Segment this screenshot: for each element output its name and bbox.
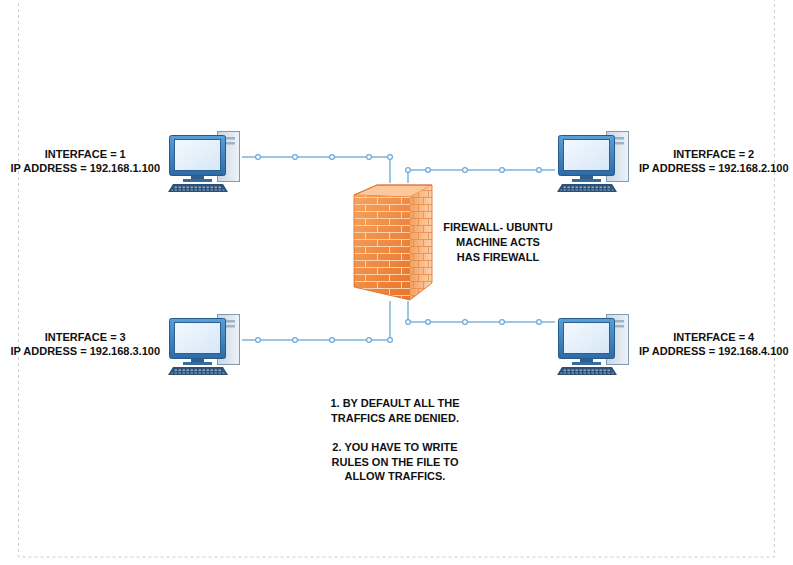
monitor-screen (564, 140, 610, 171)
firewall-icon (353, 183, 433, 301)
connector-dot (367, 155, 372, 160)
computer-icon (166, 312, 242, 376)
connector-dot (330, 155, 335, 160)
monitor (170, 319, 226, 359)
firewall-outline (354, 185, 432, 300)
link-line (242, 157, 390, 183)
firewall-node: FIREWALL- UBUNTU MACHINE ACTS HAS FIREWA… (353, 183, 553, 301)
connector-dot (463, 320, 468, 325)
monitor (559, 136, 615, 176)
connector-dot (537, 320, 542, 325)
monitor-screen (175, 323, 221, 354)
interface-label: INTERFACE = 4 (673, 330, 754, 345)
monitor (170, 136, 226, 176)
network-link (406, 301, 555, 324)
monitor-base (572, 362, 601, 365)
connector-dot (256, 338, 261, 343)
firewall-side (410, 185, 432, 300)
interface-labels: INTERFACE = 3IP ADDRESS = 192.168.3.100 (10, 330, 160, 359)
keyboard (168, 367, 228, 375)
keyboard (168, 184, 228, 192)
keyboard-keys (560, 186, 614, 191)
ip-address-label: IP ADDRESS = 192.168.2.100 (639, 161, 789, 176)
interface-labels: INTERFACE = 2IP ADDRESS = 192.168.2.100 (639, 147, 789, 176)
network-link (242, 301, 392, 342)
keyboard-keys (560, 369, 614, 374)
monitor (559, 319, 615, 359)
network-link (406, 168, 555, 183)
monitor-base (183, 179, 212, 182)
interface-label: INTERFACE = 3 (45, 330, 126, 345)
monitor-stand (580, 176, 593, 180)
interface-labels: INTERFACE = 1IP ADDRESS = 192.168.1.100 (10, 147, 160, 176)
computer-icon (555, 129, 631, 193)
ip-address-label: IP ADDRESS = 192.168.1.100 (10, 161, 160, 176)
firewall-front (354, 195, 410, 300)
monitor-base (183, 362, 212, 365)
keyboard-keys (171, 186, 225, 191)
ip-address-label: IP ADDRESS = 192.168.4.100 (639, 344, 789, 359)
connector-dot (330, 338, 335, 343)
monitor-stand (191, 176, 204, 180)
monitor-stand (191, 359, 204, 363)
interface-labels: INTERFACE = 4IP ADDRESS = 192.168.4.100 (639, 330, 789, 359)
connector-dot (367, 338, 372, 343)
link-line (408, 301, 555, 322)
link-line (242, 301, 390, 340)
keyboard (557, 184, 617, 192)
firewall-bricks (354, 195, 410, 300)
dashed-border (19, 0, 775, 557)
computer-node: INTERFACE = 2IP ADDRESS = 192.168.2.100 (555, 129, 789, 193)
computer-node: INTERFACE = 4IP ADDRESS = 192.168.4.100 (555, 312, 789, 376)
connector-dot (426, 168, 431, 173)
connector-dot (256, 155, 261, 160)
ip-address-label: IP ADDRESS = 192.168.3.100 (10, 344, 160, 359)
computer-icon (166, 129, 242, 193)
computer-node: INTERFACE = 3IP ADDRESS = 192.168.3.100 (10, 312, 242, 376)
note-text: 1. BY DEFAULT ALL THE TRAFFICS ARE DENIE… (324, 396, 466, 425)
connector-dot (426, 320, 431, 325)
connector-dot (293, 155, 298, 160)
keyboard-keys (171, 369, 225, 374)
firewall-label: FIREWALL- UBUNTU MACHINE ACTS HAS FIREWA… (443, 220, 553, 265)
keyboard (557, 367, 617, 375)
interface-label: INTERFACE = 2 (673, 147, 754, 162)
firewall-text: FIREWALL- UBUNTU MACHINE ACTS HAS FIREWA… (443, 220, 553, 265)
network-link (242, 155, 392, 183)
interface-label: INTERFACE = 1 (45, 147, 126, 162)
connector-dot (406, 168, 411, 173)
connector-dot (293, 338, 298, 343)
connector-dot (463, 168, 468, 173)
computer-icon (555, 312, 631, 376)
monitor-screen (564, 323, 610, 354)
connector-dot (500, 168, 505, 173)
monitor-screen (175, 140, 221, 171)
monitor-base (572, 179, 601, 182)
connector-dot (537, 168, 542, 173)
connector-dot (406, 320, 411, 325)
monitor-stand (580, 359, 593, 363)
computer-node: INTERFACE = 1IP ADDRESS = 192.168.1.100 (10, 129, 242, 193)
connector-dot (388, 338, 393, 343)
connector-dot (388, 155, 393, 160)
note-text: 2. YOU HAVE TO WRITE RULES ON THE FILE T… (324, 440, 466, 484)
connector-dot (500, 320, 505, 325)
firewall-side-bricks (410, 185, 432, 300)
